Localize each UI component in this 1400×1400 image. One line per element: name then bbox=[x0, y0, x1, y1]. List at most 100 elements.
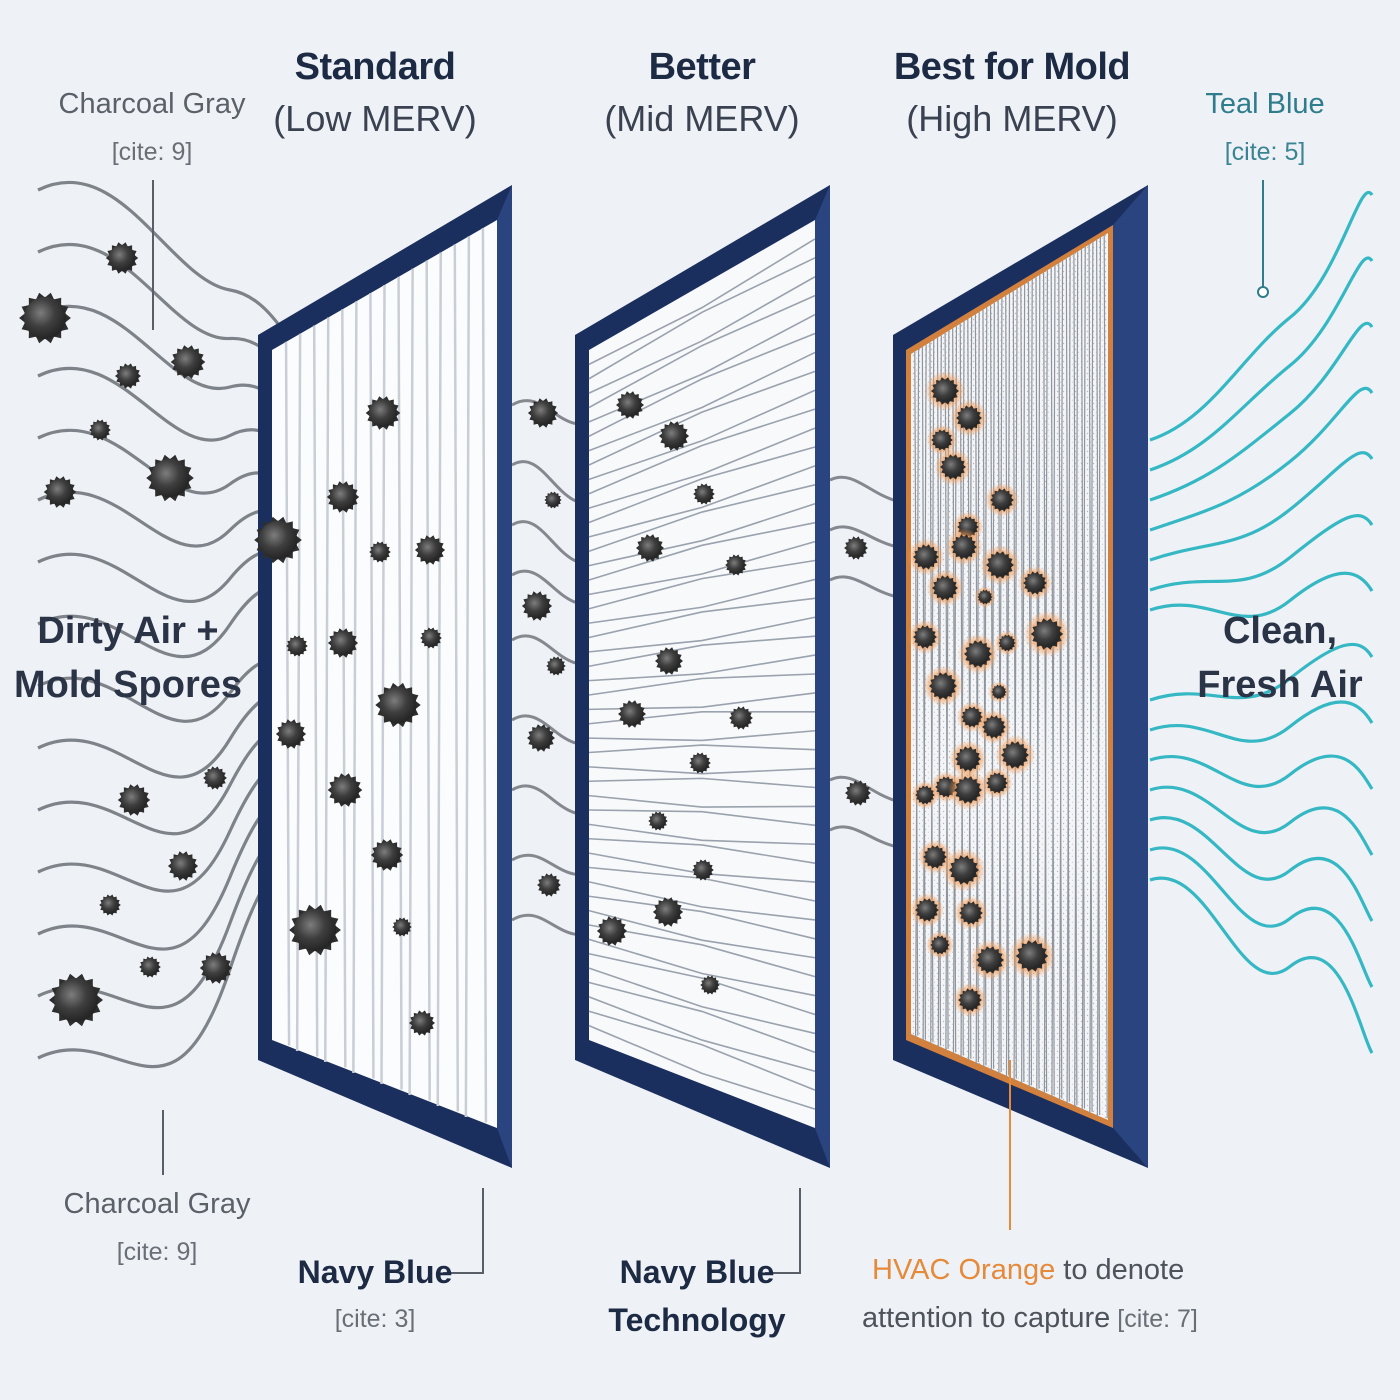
mold-spore bbox=[167, 851, 199, 881]
mold-spore bbox=[725, 554, 747, 576]
pleat-line bbox=[1103, 235, 1108, 1119]
mold-spore bbox=[117, 784, 151, 816]
mold-spore bbox=[521, 591, 553, 621]
mold-spore bbox=[43, 476, 77, 508]
mold-spore bbox=[527, 398, 559, 428]
pleat-line bbox=[588, 794, 816, 808]
pleat-line bbox=[588, 257, 816, 380]
top-left-cite: [cite: 9] bbox=[111, 138, 193, 166]
mold-spore bbox=[546, 656, 566, 676]
mold-spore bbox=[636, 534, 664, 562]
clean-air-label-line1: Clean, bbox=[1222, 610, 1338, 652]
leader-navy-technology bbox=[765, 1188, 801, 1274]
captured-spore bbox=[947, 769, 989, 811]
mold-spore bbox=[392, 917, 412, 937]
pleat-line bbox=[341, 309, 347, 1068]
mold-spore bbox=[616, 391, 644, 419]
pleat-line bbox=[983, 307, 988, 1068]
airflow-line-clean bbox=[1149, 190, 1374, 442]
pleats-standard bbox=[284, 228, 488, 1123]
mold-spore bbox=[409, 1010, 435, 1036]
pleat-line bbox=[588, 408, 816, 495]
dirty-air-label-line2: Mold Spores bbox=[13, 664, 243, 706]
mold-spore bbox=[254, 516, 302, 564]
mold-spore bbox=[689, 752, 711, 774]
pleat-line bbox=[588, 924, 816, 978]
captured-spore bbox=[1023, 610, 1071, 658]
pleat-line bbox=[588, 996, 816, 1073]
header-better-subtitle: (Mid MERV) bbox=[604, 98, 800, 139]
pleat-line bbox=[588, 1010, 816, 1091]
pleat-line bbox=[425, 260, 431, 1101]
airflow-line-clean bbox=[1149, 451, 1374, 562]
captured-spore bbox=[994, 734, 1036, 776]
pleat-line bbox=[588, 729, 816, 742]
mold-spore bbox=[692, 859, 714, 881]
mold-spore bbox=[618, 700, 646, 728]
pleat-line bbox=[588, 446, 816, 524]
captured-spore bbox=[950, 399, 988, 437]
mold-spore bbox=[327, 773, 363, 807]
captured-spore bbox=[979, 544, 1021, 586]
pleat-line bbox=[588, 427, 816, 509]
pleat-line bbox=[588, 502, 816, 567]
mold-spore bbox=[365, 396, 401, 430]
mold-spore bbox=[648, 811, 668, 831]
mold-spore bbox=[203, 766, 227, 790]
pleat-line bbox=[588, 967, 816, 1035]
pleat-line bbox=[588, 540, 816, 596]
mold-spore bbox=[596, 916, 628, 946]
navy-blue-label: Navy Blue bbox=[297, 1254, 453, 1290]
orange-note-line2: attention to capture [cite: 7] bbox=[862, 1302, 1198, 1335]
captured-spore bbox=[953, 895, 989, 931]
pleat-line bbox=[1081, 246, 1086, 1111]
pleat-line bbox=[588, 981, 816, 1054]
airflow-line-clean bbox=[1149, 256, 1374, 472]
pleat-line bbox=[588, 465, 816, 538]
mold-spore bbox=[170, 345, 206, 379]
pleat-line bbox=[588, 616, 816, 653]
mold-spore bbox=[537, 873, 561, 897]
captured-spore bbox=[926, 931, 954, 959]
navy-blue-technology-line1: Navy Blue bbox=[619, 1254, 775, 1290]
mold-spore bbox=[693, 483, 715, 505]
header-standard-subtitle: (Low MERV) bbox=[273, 98, 477, 139]
airflow-line-clean bbox=[1149, 876, 1374, 1054]
airflow-line-clean bbox=[1149, 642, 1374, 702]
pleat-line bbox=[975, 312, 980, 1064]
pleat-line bbox=[588, 559, 816, 610]
mold-spores-free bbox=[19, 242, 871, 1036]
top-right-cite: [cite: 5] bbox=[1224, 138, 1306, 166]
orange-note-rest: to denote bbox=[1055, 1254, 1185, 1286]
pleat-line bbox=[1096, 239, 1101, 1116]
captured-spore bbox=[911, 781, 939, 809]
captured-spore bbox=[988, 681, 1010, 703]
orange-note-line1: HVAC Orange to denote bbox=[872, 1254, 1184, 1287]
pleat-line bbox=[588, 952, 816, 1016]
captured-spore bbox=[984, 482, 1020, 518]
pleat-line bbox=[588, 370, 816, 466]
pleat-line bbox=[588, 809, 816, 827]
captured-spore bbox=[994, 630, 1020, 656]
top-left-color-name: Charcoal Gray bbox=[58, 88, 246, 120]
navy-blue-cite: [cite: 3] bbox=[334, 1305, 416, 1333]
mold-spore bbox=[527, 724, 555, 752]
pleat-line bbox=[588, 276, 816, 394]
captured-spore bbox=[969, 939, 1011, 981]
pleat-line bbox=[588, 766, 816, 775]
clean-air-label-line2: Fresh Air bbox=[1197, 664, 1363, 706]
pleat-line bbox=[588, 1024, 816, 1110]
header-best-title: Best for Mold bbox=[893, 46, 1131, 88]
pleat-line bbox=[453, 244, 460, 1112]
mold-spore bbox=[369, 541, 391, 563]
pleat-line bbox=[481, 228, 488, 1123]
pleat-line bbox=[588, 389, 816, 481]
pleat-line bbox=[974, 314, 980, 1063]
pleat-line bbox=[1058, 260, 1064, 1101]
mold-spore bbox=[139, 956, 161, 978]
pleat-line bbox=[464, 236, 471, 1118]
airflow-line-clean bbox=[1149, 514, 1374, 592]
pleat-line bbox=[436, 252, 442, 1107]
pleat-line bbox=[1080, 249, 1086, 1109]
